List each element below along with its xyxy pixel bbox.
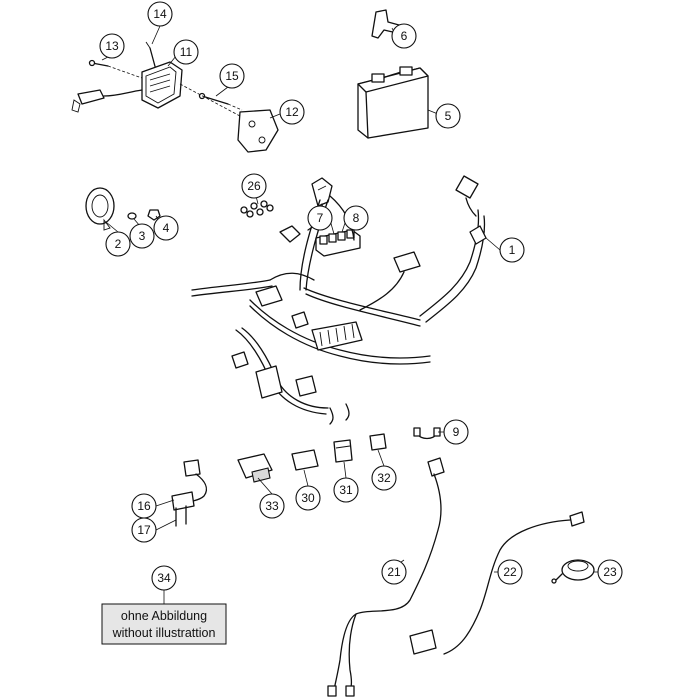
fasteners-26-part bbox=[240, 200, 274, 218]
callout-7: 7 bbox=[307, 205, 333, 231]
callout-4: 4 bbox=[153, 215, 179, 241]
callout-23: 23 bbox=[597, 559, 623, 585]
callout-16: 16 bbox=[131, 493, 157, 519]
svg-text:17: 17 bbox=[137, 523, 151, 537]
svg-text:9: 9 bbox=[453, 425, 460, 439]
callout-13: 13 bbox=[99, 33, 125, 59]
svg-text:6: 6 bbox=[401, 29, 408, 43]
svg-text:1: 1 bbox=[509, 243, 516, 257]
callout-33: 33 bbox=[259, 493, 285, 519]
callout-1: 1 bbox=[499, 237, 525, 263]
svg-text:3: 3 bbox=[139, 229, 146, 243]
svg-text:13: 13 bbox=[105, 39, 119, 53]
note-line-2: without illustrattion bbox=[112, 626, 216, 640]
callout-22: 22 bbox=[497, 559, 523, 585]
callout-17: 17 bbox=[131, 517, 157, 543]
callout-26: 26 bbox=[241, 173, 267, 199]
callout-15: 15 bbox=[219, 63, 245, 89]
screw-13-part bbox=[88, 59, 109, 67]
callout-32: 32 bbox=[371, 465, 397, 491]
svg-text:26: 26 bbox=[247, 179, 261, 193]
svg-text:32: 32 bbox=[377, 471, 391, 485]
callout-11: 11 bbox=[173, 39, 199, 65]
svg-text:16: 16 bbox=[137, 499, 151, 513]
svg-text:33: 33 bbox=[265, 499, 279, 513]
svg-text:34: 34 bbox=[157, 571, 171, 585]
sensor-16-part bbox=[171, 459, 208, 527]
screw-15-part bbox=[198, 92, 243, 111]
connector-33-part bbox=[237, 453, 273, 483]
horn-2-part bbox=[85, 187, 115, 231]
callout-2: 2 bbox=[105, 231, 131, 257]
svg-text:4: 4 bbox=[163, 221, 170, 235]
main-wiring-harness-1-part bbox=[191, 175, 487, 425]
switch-23-part bbox=[551, 559, 595, 584]
callout-8: 8 bbox=[343, 205, 369, 231]
svg-text:7: 7 bbox=[317, 211, 324, 225]
svg-text:31: 31 bbox=[339, 483, 353, 497]
svg-text:22: 22 bbox=[503, 565, 517, 579]
voltage-regulator-assembly bbox=[71, 41, 279, 153]
cable-9-part bbox=[413, 427, 441, 440]
callout-30: 30 bbox=[295, 485, 321, 511]
callout-14: 14 bbox=[147, 1, 173, 27]
battery-5-part bbox=[357, 66, 429, 139]
callouts: 14 13 11 15 12 6 5 26 2 3 4 7 8 1 9 33 3… bbox=[99, 1, 623, 591]
callout-6: 6 bbox=[391, 23, 417, 49]
fuse-block-7-part bbox=[315, 229, 361, 257]
relay-30-part bbox=[291, 449, 319, 471]
svg-text:14: 14 bbox=[153, 7, 167, 21]
svg-text:12: 12 bbox=[285, 105, 299, 119]
svg-text:23: 23 bbox=[603, 565, 617, 579]
note-line-1: ohne Abbildung bbox=[121, 609, 207, 623]
washer-3-part bbox=[127, 212, 137, 220]
bracket-12-part bbox=[237, 109, 279, 153]
cable-22-part bbox=[409, 511, 585, 655]
svg-text:5: 5 bbox=[445, 109, 452, 123]
regulator-11-part bbox=[71, 61, 183, 113]
svg-text:11: 11 bbox=[180, 45, 193, 59]
callout-5: 5 bbox=[435, 103, 461, 129]
svg-text:30: 30 bbox=[301, 491, 315, 505]
svg-text:15: 15 bbox=[225, 69, 239, 83]
callout-3: 3 bbox=[129, 223, 155, 249]
cable-21-part bbox=[327, 457, 445, 697]
svg-text:2: 2 bbox=[115, 237, 122, 251]
callout-21: 21 bbox=[381, 559, 407, 585]
note-without-illustration: ohne Abbildung without illustrattion bbox=[101, 603, 227, 645]
callout-31: 31 bbox=[333, 477, 359, 503]
relay-32-part bbox=[369, 433, 387, 451]
callout-9: 9 bbox=[443, 419, 469, 445]
svg-text:8: 8 bbox=[353, 211, 360, 225]
callout-12: 12 bbox=[279, 99, 305, 125]
relay-31-part bbox=[333, 439, 353, 463]
bolt-14-part bbox=[145, 41, 157, 71]
svg-text:21: 21 bbox=[387, 565, 401, 579]
callout-34: 34 bbox=[151, 565, 177, 591]
